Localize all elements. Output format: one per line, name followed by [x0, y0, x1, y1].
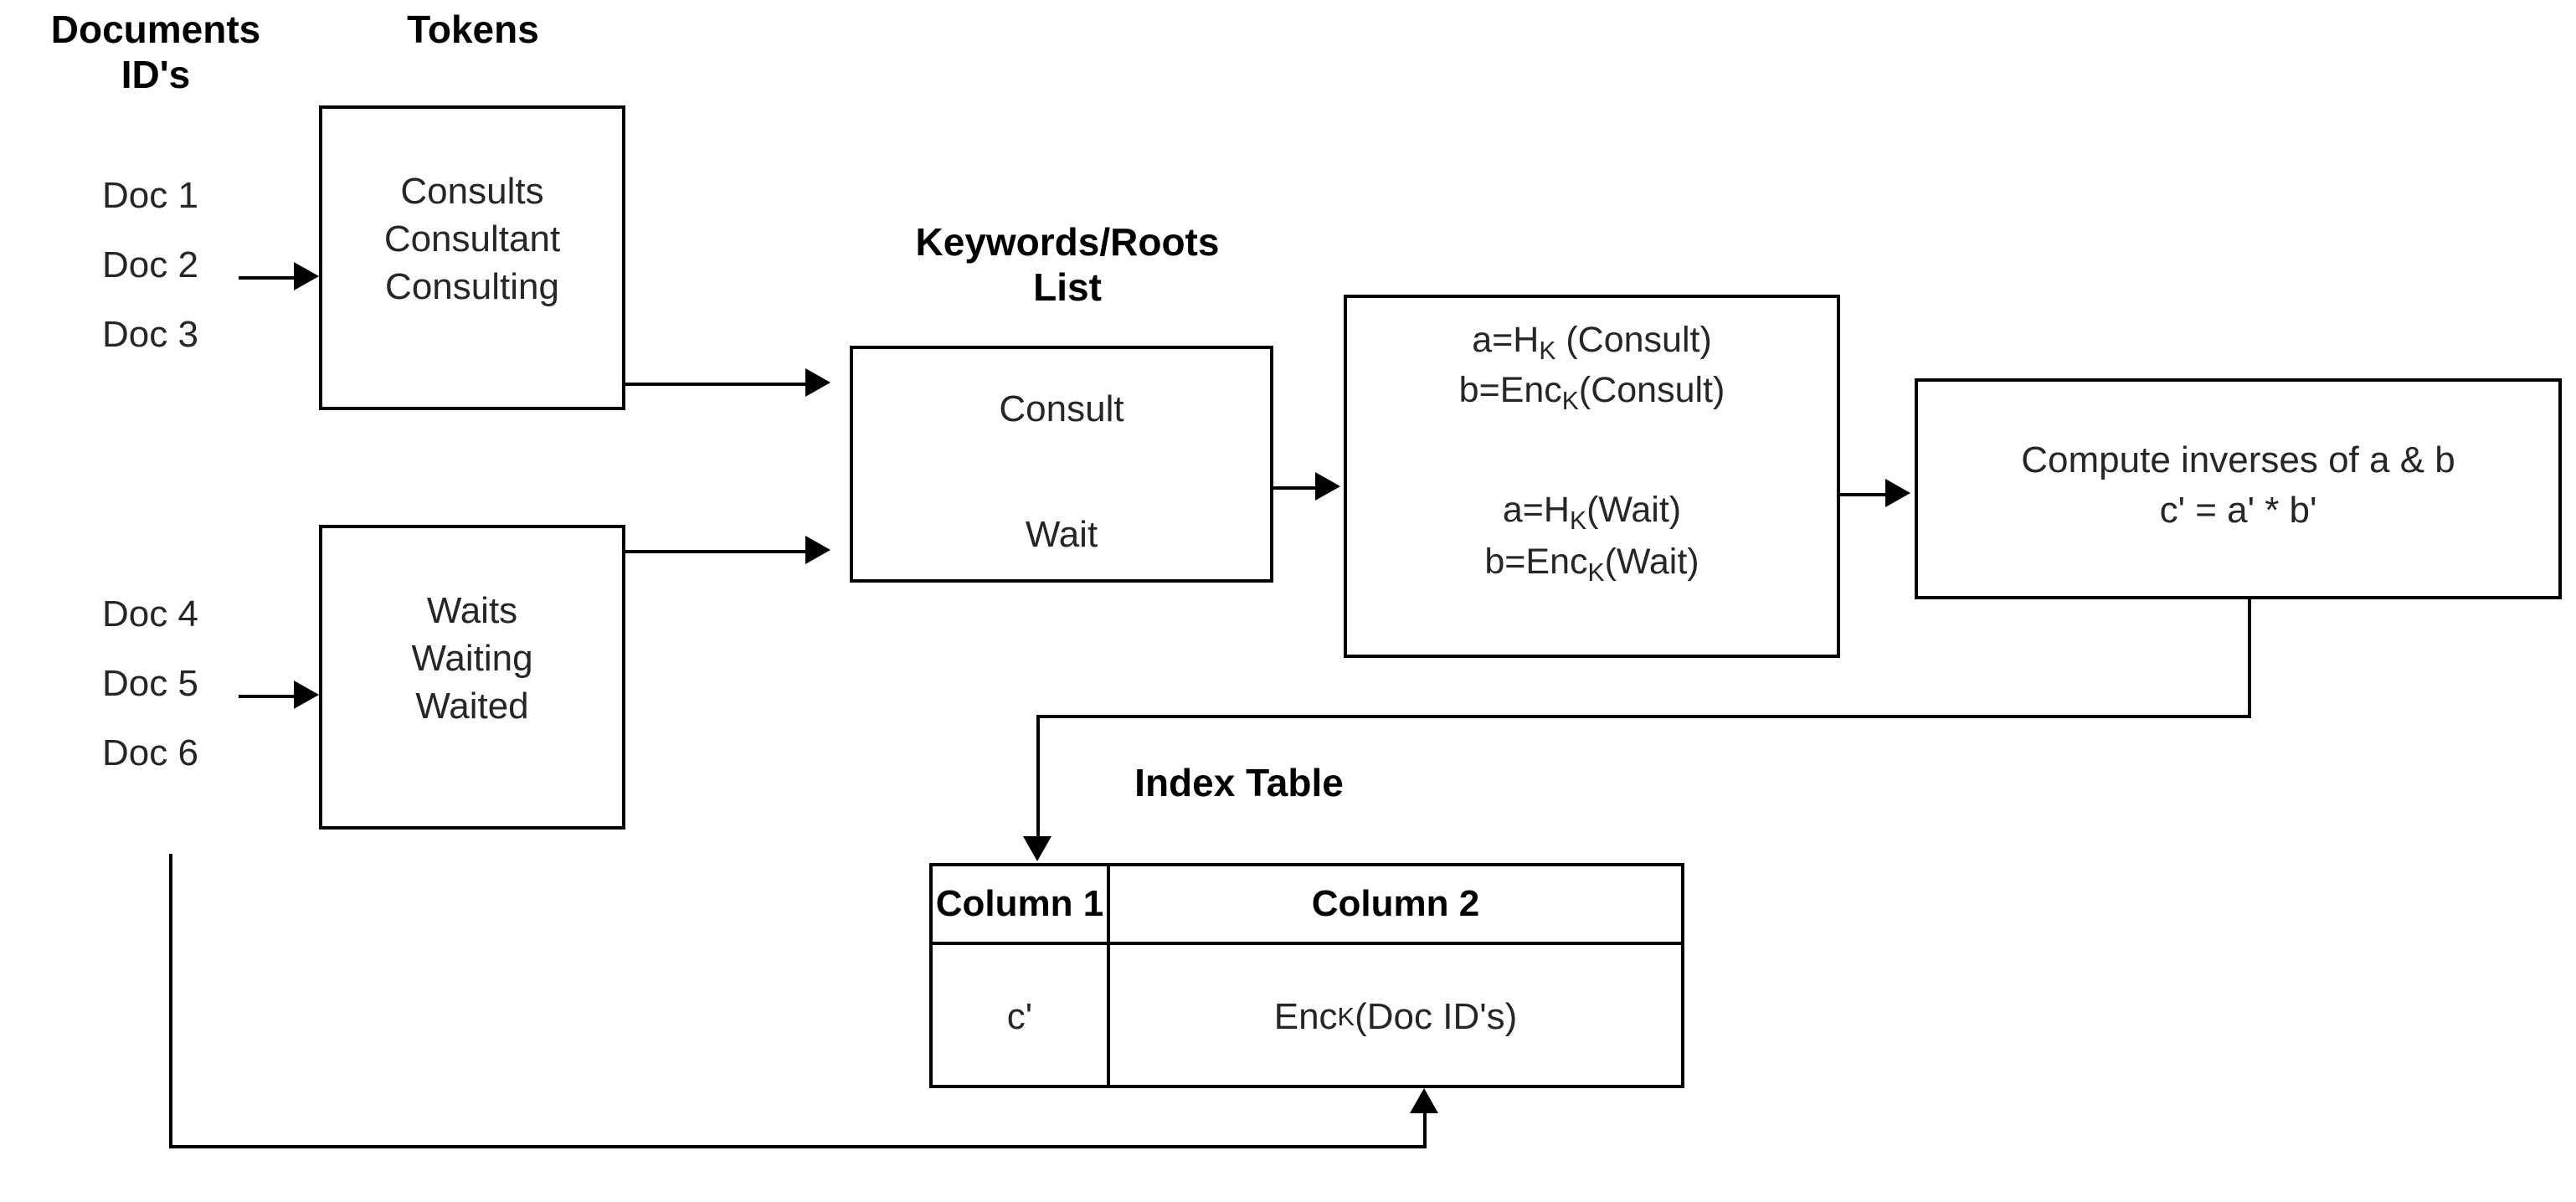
heading-documents-ids: Documents ID's [50, 8, 261, 97]
formula-hash-consult-sub: K [1539, 337, 1556, 366]
doc-id-4: Doc 4 [102, 593, 198, 634]
keyword-root-wait: Wait [1025, 514, 1098, 555]
arrowhead-docs1-to-tokens1 [294, 262, 319, 290]
keyed-hash-enc-box: a=HK (Consult) b=EncK(Consult) a=HK(Wait… [1344, 295, 1840, 658]
keywords-roots-box: Consult Wait [850, 346, 1273, 583]
formula-hash-consult: a=HK (Consult) [1347, 316, 1837, 368]
tokens-box-consult-text: Consults Consultant Consulting [383, 171, 561, 308]
connector-crypto-to-compute [1840, 493, 1886, 496]
formula-enc-consult: b=EncK(Consult) [1347, 367, 1837, 419]
connector-tokens2-to-keywords [625, 550, 808, 553]
index-table-cell-enc-suffix: (Doc ID's) [1355, 995, 1518, 1037]
arrowhead-keywords-to-crypto [1315, 472, 1340, 501]
formula-hash-consult-prefix: a=H [1472, 320, 1540, 360]
connector-docs-feedback-down [169, 854, 172, 1148]
formula-hash-wait-suffix: (Wait) [1586, 490, 1682, 530]
compute-inverses-box: Compute inverses of a & b c' = a' * b' [1915, 378, 2562, 599]
compute-inverses-line-1: Compute inverses of a & b [2021, 439, 2455, 480]
index-table-header-row: Column 1 Column 2 [933, 866, 1681, 945]
connector-compute-left [1036, 715, 2251, 718]
keyword-root-consult: Consult [999, 388, 1124, 429]
index-table-header-column-1: Column 1 [935, 883, 1104, 924]
tokens-box-consult: Consults Consultant Consulting [319, 105, 625, 410]
connector-docs2-to-tokens2 [239, 695, 297, 698]
formula-enc-consult-suffix: (Consult) [1578, 370, 1725, 410]
tokens-box-wait-text: Waits Waiting Waited [411, 590, 533, 727]
connector-docs-feedback-up [1423, 1113, 1427, 1147]
doc-id-6: Doc 6 [102, 732, 198, 773]
doc-id-1: Doc 1 [102, 175, 198, 216]
formula-enc-wait-sub: K [1587, 559, 1605, 588]
connector-compute-down [2248, 599, 2251, 718]
connector-docs1-to-tokens1 [239, 276, 297, 280]
formula-enc-consult-sub: K [1561, 388, 1579, 416]
formula-enc-consult-prefix: b=Enc [1458, 370, 1562, 410]
index-table-header-column-2: Column 2 [1107, 866, 1681, 942]
formula-enc-wait-suffix: (Wait) [1604, 542, 1699, 582]
arrowhead-docs2-to-tokens2 [294, 681, 319, 709]
tokens-box-wait: Waits Waiting Waited [319, 525, 625, 830]
arrowhead-compute-to-index-table [1023, 836, 1051, 861]
index-table-cell-c-prime: c' [1006, 995, 1033, 1037]
formula-enc-wait-prefix: b=Enc [1484, 542, 1588, 582]
connector-docs-feedback-right [169, 1145, 1427, 1148]
doc-id-5: Doc 5 [102, 663, 198, 704]
doc-id-3: Doc 3 [102, 314, 198, 355]
formula-hash-wait-sub: K [1569, 507, 1587, 536]
heading-tokens: Tokens [407, 8, 539, 51]
formula-hash-wait: a=HK(Wait) [1347, 486, 1837, 538]
formula-hash-wait-prefix: a=H [1502, 490, 1570, 530]
arrowhead-crypto-to-compute [1885, 479, 1910, 507]
formula-hash-consult-suffix: (Consult) [1555, 320, 1712, 360]
arrowhead-docs-feedback-to-index-table [1410, 1088, 1438, 1113]
doc-id-2: Doc 2 [102, 244, 198, 285]
connector-tokens1-to-keywords [625, 383, 808, 386]
connector-compute-to-table-down [1036, 715, 1040, 836]
arrowhead-tokens2-to-keywords [805, 536, 830, 564]
heading-index-table: Index Table [1134, 761, 1344, 804]
arrowhead-tokens1-to-keywords [805, 368, 830, 397]
connector-keywords-to-crypto [1273, 486, 1317, 490]
formula-enc-wait: b=EncK(Wait) [1347, 538, 1837, 590]
compute-inverses-line-2: c' = a' * b' [2159, 490, 2317, 531]
heading-keywords-roots-list: Keywords/Roots List [915, 220, 1220, 310]
index-table-cell-enc-prefix: Enc [1273, 995, 1338, 1037]
index-table-cell-enc-sub: K [1337, 1001, 1355, 1031]
